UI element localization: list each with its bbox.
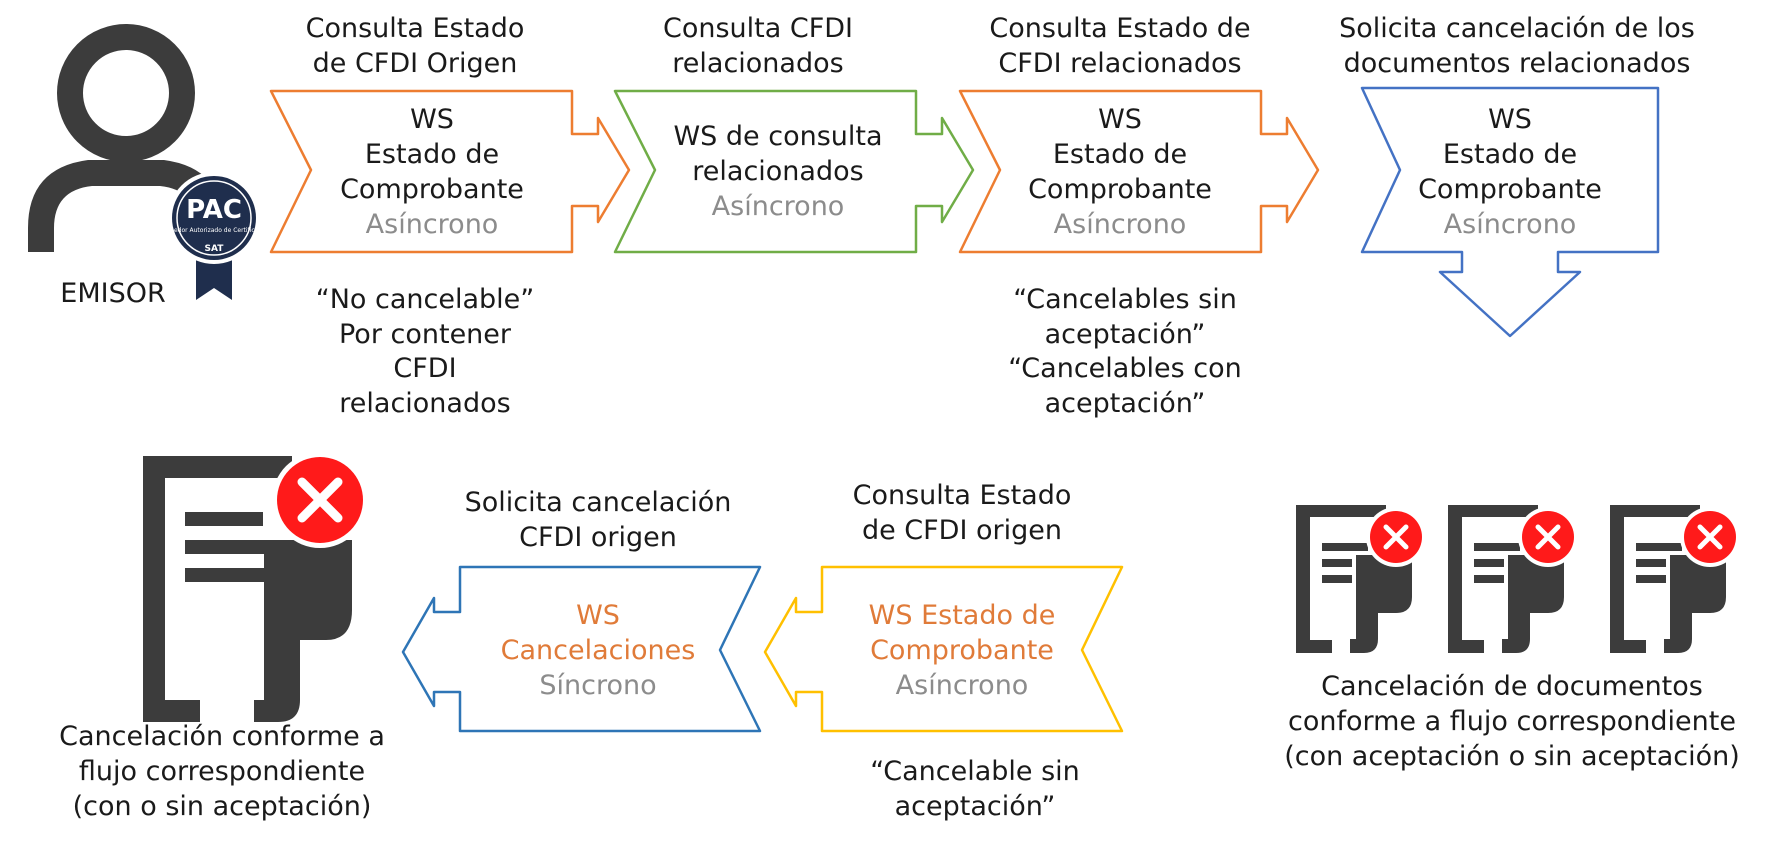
step-6-ws-line-1: WS (576, 600, 620, 631)
step-6-ws-line-2: Cancelaciones (501, 635, 696, 666)
flow-arrow-2 (613, 89, 975, 254)
cancelled-document-icon-small-3 (1610, 505, 1740, 653)
step-5-caption-line-2: de CFDI origen (862, 515, 1062, 546)
step-3-note-line-2: aceptación” (1045, 319, 1206, 350)
emisor-label: EMISOR (60, 278, 165, 309)
cancelled-document-icon (143, 452, 368, 722)
cancelled-document-icon-small-1 (1296, 505, 1426, 653)
step-6-mode: Síncrono (539, 670, 656, 701)
cancelled-document-icon-small-2 (1448, 505, 1578, 653)
step-4-ws-line-3: Comprobante (1418, 174, 1602, 205)
step-3-caption-line-1: Consulta Estado de (989, 13, 1250, 44)
step-3-note-line-3: “Cancelables con (1008, 353, 1241, 384)
step-4-ws-line-1: WS (1488, 104, 1532, 135)
step-3-note-line-4: aceptación” (1045, 388, 1206, 419)
step-2-ws-line-1: WS de consulta (673, 121, 882, 152)
step-5-note-line-2: aceptación” (895, 791, 1056, 822)
step-1-ws-line-1: WS (410, 104, 454, 135)
step-1-caption-line-1: Consulta Estado (306, 13, 525, 44)
result-single-line-2: flujo correspondiente (79, 756, 365, 787)
flow-arrow-3 (958, 89, 1320, 254)
step-2-caption-line-1: Consulta CFDI (663, 13, 853, 44)
step-4-caption-line-1: Solicita cancelación de los (1339, 13, 1695, 44)
step-4-mode: Asíncrono (1444, 209, 1577, 240)
step-3-ws-line-3: Comprobante (1028, 174, 1212, 205)
step-3-note-line-1: “Cancelables sin (1013, 284, 1237, 315)
step-1-ws-line-3: Comprobante (340, 174, 524, 205)
flow-arrow-6 (401, 565, 762, 733)
step-2-mode: Asíncrono (712, 191, 845, 222)
result-multiple-line-1: Cancelación de documentos (1321, 671, 1703, 702)
step-1-note-line-4: relacionados (339, 388, 510, 419)
step-5-ws-line-1: WS Estado de (869, 600, 1056, 631)
step-6-caption-line-2: CFDI origen (519, 522, 677, 553)
step-3-caption-line-2: CFDI relacionados (998, 48, 1241, 79)
step-3-mode: Asíncrono (1054, 209, 1187, 240)
step-6-caption-line-1: Solicita cancelación (465, 487, 732, 518)
pac-badge-subtext: Proveedor Autorizado de Certificación (157, 227, 271, 234)
step-5-caption-line-1: Consulta Estado (853, 480, 1072, 511)
result-single-line-3: (con o sin aceptación) (73, 791, 372, 822)
pac-badge-text: PAC (186, 195, 242, 225)
emisor-person-icon (28, 24, 224, 252)
step-1-ws-line-2: Estado de (365, 139, 499, 170)
result-single-line-1: Cancelación conforme a (59, 721, 385, 752)
flow-arrow-5 (763, 565, 1124, 733)
step-5-note-line-1: “Cancelable sin (870, 756, 1080, 787)
result-multiple-line-2: conforme a flujo correspondiente (1288, 706, 1736, 737)
step-3-ws-line-2: Estado de (1053, 139, 1187, 170)
step-2-ws-line-2: relacionados (692, 156, 863, 187)
step-5-mode: Asíncrono (896, 670, 1029, 701)
step-1-note-line-2: Por contener (339, 319, 512, 350)
step-1-note-line-1: “No cancelable” (316, 284, 535, 315)
flow-arrow-1 (269, 89, 631, 254)
step-4-caption-line-2: documentos relacionados (1344, 48, 1691, 79)
step-1-caption-line-2: de CFDI Origen (313, 48, 518, 79)
flow-arrow-4 (1360, 86, 1660, 338)
step-3-ws-line-1: WS (1098, 104, 1142, 135)
step-1-mode: Asíncrono (366, 209, 499, 240)
step-2-caption-line-2: relacionados (672, 48, 843, 79)
step-5-ws-line-2: Comprobante (870, 635, 1054, 666)
sat-seal-text: SAT (205, 244, 225, 254)
step-1-note-line-3: CFDI (393, 353, 456, 384)
pac-badge-icon: PAC Proveedor Autorizado de Certificació… (157, 172, 271, 300)
result-multiple-line-3: (con aceptación o sin aceptación) (1284, 741, 1740, 772)
step-4-ws-line-2: Estado de (1443, 139, 1577, 170)
